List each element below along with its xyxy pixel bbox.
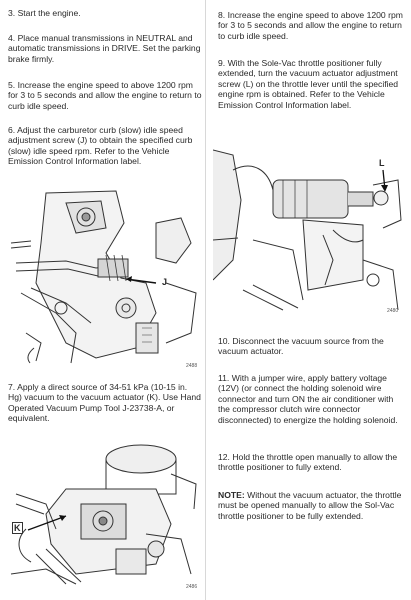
step-number: 3. xyxy=(8,8,16,18)
figure-number: 2488 xyxy=(186,363,198,369)
carburetor-illustration xyxy=(6,183,202,373)
throttle-positioner-illustration xyxy=(213,140,405,318)
step-9: 9. With the Sole-Vac throttle positioner… xyxy=(218,58,406,110)
step-number: 11. xyxy=(218,373,230,383)
step-number: 9. xyxy=(218,58,226,68)
vacuum-actuator-illustration xyxy=(6,434,202,594)
step-text: Increase the engine speed to above 1200 … xyxy=(8,80,202,111)
figure-number: 2480 xyxy=(387,308,399,314)
step-text: Hold the throttle open manually to allow… xyxy=(218,452,398,473)
figure-number: 2486 xyxy=(186,584,198,590)
step-number: 8. xyxy=(218,10,226,20)
step-text: With a jumper wire, apply battery voltag… xyxy=(218,373,398,425)
step-11: 11. With a jumper wire, apply battery vo… xyxy=(218,373,406,425)
step-text: With the Sole-Vac throttle positioner fu… xyxy=(218,58,399,110)
step-number: 7. xyxy=(8,382,16,392)
step-12: 12. Hold the throttle open manually to a… xyxy=(218,452,406,473)
step-7: 7. Apply a direct source of 34-51 kPa (1… xyxy=(8,382,203,424)
step-number: 4. xyxy=(8,33,16,43)
carburetor-idle-screw-figure: J 2488 xyxy=(6,183,202,373)
callout-l: L xyxy=(379,158,385,168)
callout-j: J xyxy=(162,277,168,287)
step-8: 8. Increase the engine speed to above 12… xyxy=(218,10,406,41)
step-text: Increase the engine speed to above 1200 … xyxy=(218,10,403,41)
note-label: NOTE: xyxy=(218,490,245,500)
step-5: 5. Increase the engine speed to above 12… xyxy=(8,80,203,111)
step-text: Apply a direct source of 34-51 kPa (10-1… xyxy=(8,382,201,424)
vacuum-actuator-figure: K 2486 xyxy=(6,434,202,594)
step-6: 6. Adjust the carburetor curb (slow) idl… xyxy=(8,125,203,167)
callout-k: K xyxy=(12,522,23,534)
step-text: Disconnect the vacuum source from the va… xyxy=(218,336,384,357)
step-number: 6. xyxy=(8,125,16,135)
step-text: Place manual transmissions in NEUTRAL an… xyxy=(8,33,201,64)
step-10: 10. Disconnect the vacuum source from th… xyxy=(218,336,406,357)
step-number: 5. xyxy=(8,80,16,90)
step-3: 3. Start the engine. xyxy=(8,8,203,18)
column-divider xyxy=(205,0,206,600)
step-number: 10. xyxy=(218,336,230,346)
step-text: Start the engine. xyxy=(17,8,81,18)
step-text: Adjust the carburetor curb (slow) idle s… xyxy=(8,125,193,167)
throttle-positioner-figure: L 2480 xyxy=(213,140,405,318)
note-text: Without the vacuum actuator, the throttl… xyxy=(218,490,402,521)
step-4: 4. Place manual transmissions in NEUTRAL… xyxy=(8,33,203,64)
step-number: 12. xyxy=(218,452,230,462)
note-paragraph: NOTE: Without the vacuum actuator, the t… xyxy=(218,490,406,521)
